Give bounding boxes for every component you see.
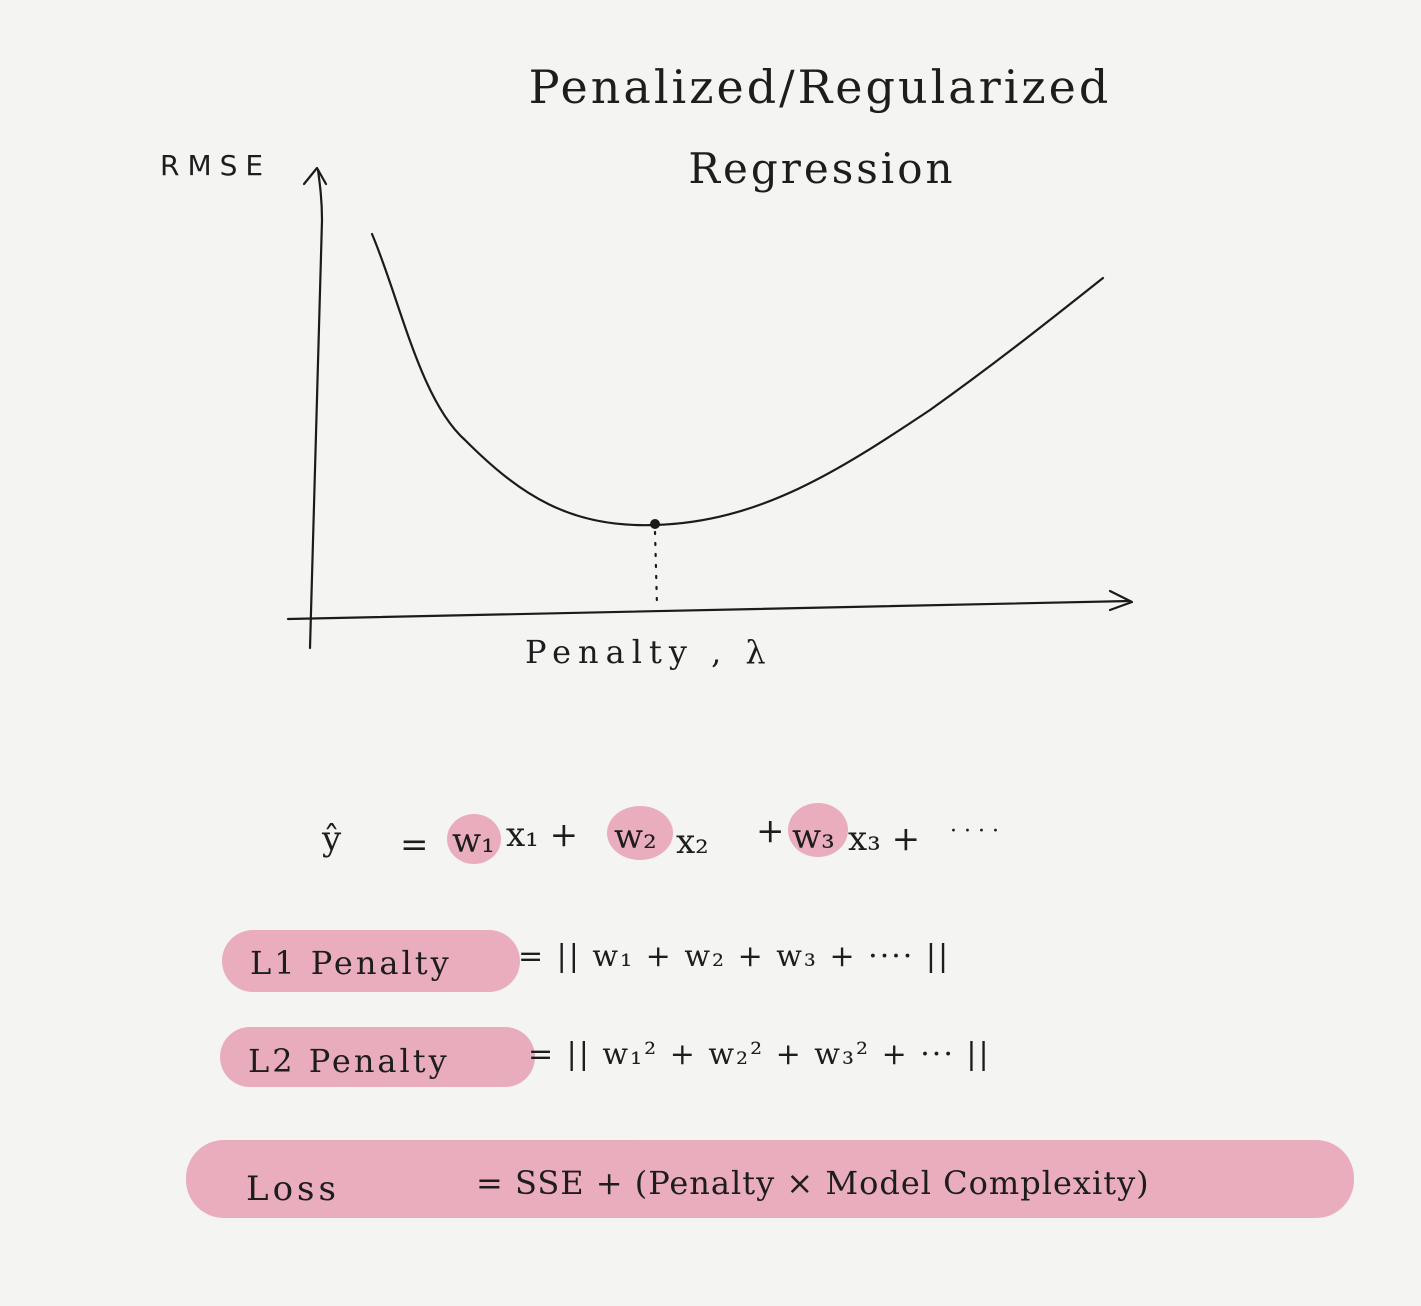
prediction-equation: ŷ = w₁ x₁ + w₂ x₂ + w₃ x₃ + · · · · xyxy=(321,811,999,865)
ellipsis: · · · · xyxy=(950,819,999,844)
l1-label: L1 Penalty xyxy=(250,944,452,982)
y-axis-arrowhead xyxy=(302,166,328,186)
loss-label: Loss xyxy=(246,1169,340,1209)
l1-formula: = || w₁ + w₂ + w₃ + ···· || xyxy=(518,939,950,974)
w1-term: w₁ xyxy=(452,821,495,861)
yhat: ŷ xyxy=(321,819,342,859)
equals: = xyxy=(400,825,429,865)
w3-term: w₃ xyxy=(792,817,835,857)
w2-term: w₂ xyxy=(614,817,657,857)
highlight-loss xyxy=(186,1140,1354,1218)
x1-term: x₁ + xyxy=(506,815,578,855)
x-axis-arrowhead xyxy=(1108,589,1134,612)
highlight-w1 xyxy=(447,814,501,864)
highlight-w3 xyxy=(788,803,848,857)
highlight-l2 xyxy=(220,1027,535,1087)
x3-term: x₃ + xyxy=(848,819,920,859)
loss-formula: = SSE + (Penalty × Model Complexity) xyxy=(476,1164,1150,1202)
highlight-w2 xyxy=(607,806,673,860)
l2-label: L2 Penalty xyxy=(248,1042,450,1080)
l2-formula: = || w₁² + w₂² + w₃² + ··· || xyxy=(528,1037,991,1072)
highlight-l1 xyxy=(222,930,520,992)
x-axis xyxy=(286,599,1132,621)
y-axis-label: RMSE xyxy=(160,149,271,182)
minimum-dropline xyxy=(653,530,659,608)
x2-term: x₂ xyxy=(676,822,709,862)
title-line-1: Penalized/Regularized xyxy=(529,60,1112,114)
minimum-point xyxy=(650,519,660,529)
title-line-2: Regression xyxy=(688,144,955,193)
plus-sign: + xyxy=(756,811,785,851)
y-axis xyxy=(308,168,324,650)
rmse-curve xyxy=(370,232,1105,527)
highlights xyxy=(186,803,1354,1218)
x-axis-label: Penalty , λ xyxy=(525,633,773,671)
